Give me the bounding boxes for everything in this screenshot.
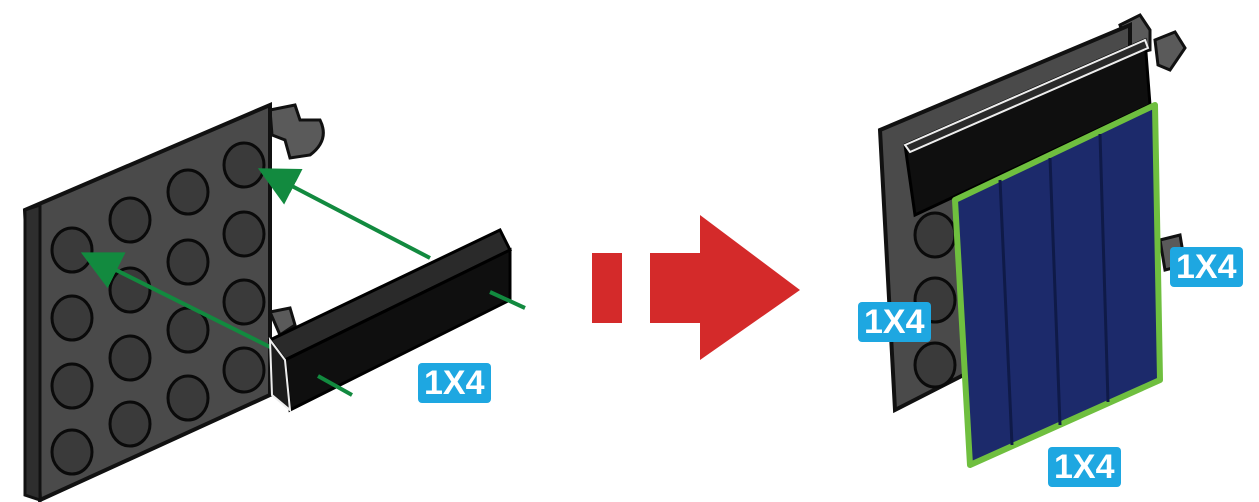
part-label-step2-bottom: 1X4	[1048, 447, 1121, 487]
part-label-step1: 1X4	[418, 363, 491, 403]
part-label-step2-right: 1X4	[1170, 247, 1243, 287]
plate-4x4-left	[25, 105, 323, 500]
part-label-step2-left: 1X4	[858, 302, 931, 342]
clip-top-left	[270, 105, 323, 158]
assembly-arrow-icon	[592, 215, 800, 360]
guide-arrow-top	[265, 172, 430, 258]
